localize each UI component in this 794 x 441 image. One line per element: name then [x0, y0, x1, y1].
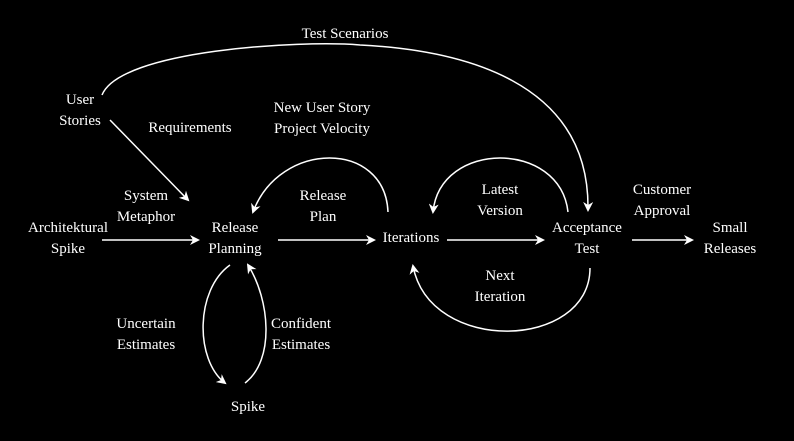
- node-release-planning-line1: Release: [211, 220, 259, 236]
- node-release-planning-line2: Planning: [208, 241, 262, 257]
- edge-user-stories-to-release-planning: [109, 119, 190, 202]
- label-release-plan: Release Plan: [300, 186, 347, 228]
- label-customer-approval-line2: Approval: [633, 203, 691, 219]
- node-architectural-spike: Architektural Spike: [28, 218, 108, 260]
- label-uncertain-estimates: Uncertain Estimates: [116, 314, 175, 356]
- label-next-iteration: Next Iteration: [475, 266, 526, 308]
- label-new-user-story-line1: New User Story: [273, 100, 371, 116]
- node-small-releases-line1: Small: [712, 220, 748, 236]
- edge-test-scenarios: [101, 43, 594, 212]
- node-acceptance-test-line1: Acceptance: [552, 220, 622, 236]
- label-requirements: Requirements: [148, 120, 232, 136]
- label-new-user-story-line2: Project Velocity: [274, 121, 370, 137]
- node-architectural-spike-line1: Architektural: [28, 220, 108, 236]
- label-system-metaphor-line2: Metaphor: [116, 209, 176, 225]
- node-architectural-spike-line2: Spike: [50, 241, 86, 257]
- node-acceptance-test: Acceptance Test: [552, 218, 622, 260]
- label-confident-estimates: Confident Estimates: [271, 314, 331, 356]
- edge-latest-version-loop: [428, 157, 569, 214]
- node-user-stories: User Stories: [59, 90, 101, 132]
- label-uncertain-estimates-line1: Uncertain: [116, 316, 176, 332]
- node-user-stories-line2: Stories: [59, 113, 101, 129]
- label-system-metaphor: System Metaphor: [117, 186, 175, 228]
- label-new-user-story: New User Story Project Velocity: [274, 98, 371, 140]
- label-latest-version: Latest Version: [477, 180, 523, 222]
- label-system-metaphor-line1: System: [123, 188, 169, 204]
- label-customer-approval: Customer Approval: [633, 180, 691, 222]
- node-release-planning: Release Planning: [208, 218, 261, 260]
- label-uncertain-estimates-line2: Estimates: [116, 337, 176, 353]
- label-release-plan-line2: Plan: [309, 209, 337, 225]
- label-next-iteration-line1: Next: [485, 268, 515, 284]
- label-latest-version-line2: Version: [477, 203, 523, 219]
- edge-uncertain-estimates: [202, 264, 231, 385]
- label-customer-approval-line1: Customer: [632, 182, 692, 198]
- label-release-plan-line1: Release: [299, 188, 347, 204]
- node-small-releases: Small Releases: [704, 218, 756, 260]
- label-confident-estimates-line1: Confident: [271, 316, 331, 332]
- node-iterations: Iterations: [382, 230, 440, 246]
- label-latest-version-line1: Latest: [481, 182, 519, 198]
- node-user-stories-line1: User: [65, 92, 95, 108]
- label-test-scenarios: Test Scenarios: [301, 26, 389, 42]
- edge-new-user-story-loop: [251, 157, 389, 214]
- node-spike: Spike: [230, 399, 266, 415]
- label-confident-estimates-line2: Estimates: [271, 337, 331, 353]
- edge-next-iteration-loop: [409, 264, 591, 332]
- node-small-releases-line2: Releases: [703, 241, 757, 257]
- edge-confident-estimates: [244, 263, 267, 384]
- label-next-iteration-line2: Iteration: [474, 289, 526, 305]
- node-acceptance-test-line2: Test: [574, 241, 600, 257]
